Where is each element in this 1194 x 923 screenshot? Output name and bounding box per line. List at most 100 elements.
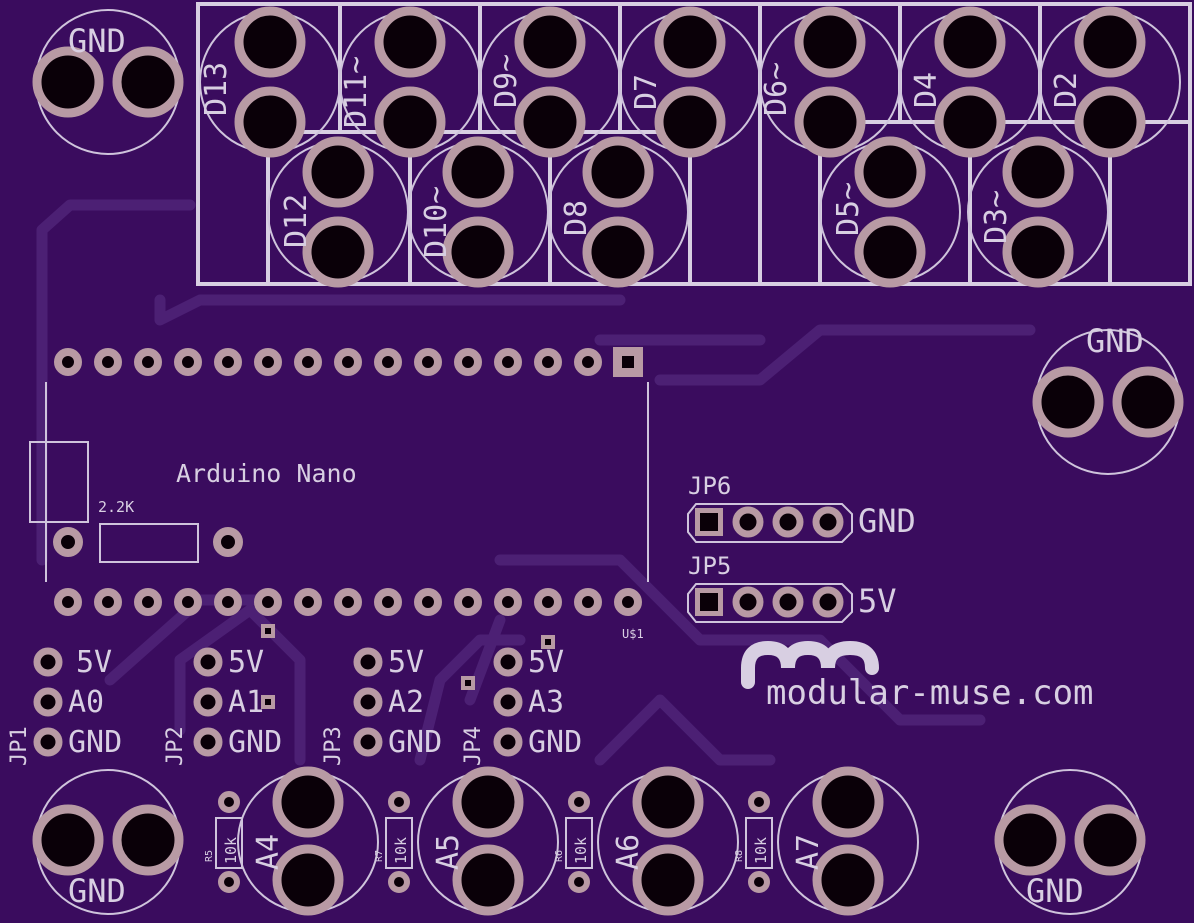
jp2-5v: 5V <box>228 645 264 680</box>
led-d13: D13 <box>199 6 341 158</box>
jp2-label: JP2 <box>163 726 188 766</box>
jp4-label: JP4 <box>461 726 486 766</box>
label-d6: D6~ <box>759 62 794 116</box>
label-d12: D12 <box>279 194 314 248</box>
nano-top-pin <box>414 348 442 376</box>
nano-bottom-pin <box>254 588 282 616</box>
led-d3: D3~ <box>967 136 1109 288</box>
jp3-label: JP3 <box>321 726 346 766</box>
led-d2: D2 <box>1039 6 1181 158</box>
nano-top-pin <box>174 348 202 376</box>
resistor-2-2k-label: 2.2K <box>98 498 134 516</box>
site-label: modular-muse.com <box>766 673 1094 713</box>
led-d11: D11~ <box>339 6 481 158</box>
jp4-a3: A3 <box>528 685 564 720</box>
jp1-label: JP1 <box>7 726 32 766</box>
gnd-label-right: GND <box>1086 322 1144 360</box>
nano-bottom-pin <box>94 588 122 616</box>
nano-top-pin-drill <box>622 356 634 368</box>
r7-value: 10k <box>392 837 410 864</box>
label-d5: D5~ <box>831 182 866 236</box>
nano-bottom-pin <box>374 588 402 616</box>
label-d7: D7 <box>629 74 664 110</box>
input-a6: A6 10k R6 <box>554 766 739 916</box>
jp4-header: 5V A3 GND JP4 <box>461 635 582 766</box>
nano-top-pin <box>374 348 402 376</box>
input-a5: A5 10k R7 <box>374 766 559 916</box>
a4-label: A4 <box>251 834 286 870</box>
label-d8: D8 <box>559 200 594 236</box>
label-d13: D13 <box>199 62 234 116</box>
jp1-header: 5V A0 GND JP1 <box>7 645 122 766</box>
led-array-outline <box>196 2 1192 286</box>
resistor-2-2k: 2.2K <box>53 498 243 563</box>
jp3-header: 5V A2 GND JP3 <box>321 645 475 766</box>
nano-top-header <box>54 347 643 377</box>
jp2-header: 5V A1 GND JP2 <box>163 624 282 766</box>
nano-top-pin <box>254 348 282 376</box>
gnd-terminal-top-left: GND <box>32 9 184 155</box>
jp4-gnd: GND <box>528 725 582 760</box>
nano-bottom-pin <box>494 588 522 616</box>
jp3-gnd: GND <box>388 725 442 760</box>
input-a7: A7 10k R8 <box>734 766 919 916</box>
nano-bottom-pin <box>454 588 482 616</box>
nano-bottom-pin <box>54 588 82 616</box>
nano-top-pin <box>294 348 322 376</box>
label-d9: D9~ <box>489 54 524 108</box>
a5-label: A5 <box>431 834 466 870</box>
gnd-terminal-right: GND <box>1032 322 1184 475</box>
jp1-gnd: GND <box>68 725 122 760</box>
nano-top-pin <box>54 348 82 376</box>
r6-value: 10k <box>572 837 590 864</box>
r7-label: R7 <box>374 850 385 862</box>
nano-top-pin <box>134 348 162 376</box>
nano-top-pin <box>454 348 482 376</box>
gnd-label-bottom-left: GND <box>68 872 126 910</box>
nano-bottom-pin <box>214 588 242 616</box>
jp3-a2: A2 <box>388 685 424 720</box>
led-d4: D4 <box>899 6 1041 158</box>
led-d5: D5~ <box>819 136 961 288</box>
led-d9: D9~ <box>479 6 621 158</box>
input-a4: A4 10k R5 <box>204 766 379 916</box>
arduino-label: Arduino Nano <box>176 459 357 488</box>
jp5-5v-label: 5V <box>858 582 897 620</box>
jp6-header: JP6 GND <box>687 472 916 543</box>
nano-bottom-pin <box>294 588 322 616</box>
label-d4: D4 <box>909 72 944 108</box>
jp5-label: JP5 <box>688 552 731 580</box>
nano-top-pin <box>214 348 242 376</box>
label-d3: D3~ <box>979 190 1014 244</box>
jp1-5v: 5V <box>76 645 112 680</box>
jp1-a0: A0 <box>68 685 104 720</box>
nano-top-pin <box>94 348 122 376</box>
nano-top-pin <box>494 348 522 376</box>
gnd-terminal-bottom-left: GND <box>32 769 184 915</box>
nano-top-pin <box>534 348 562 376</box>
nano-bottom-pin <box>174 588 202 616</box>
logo-mark <box>741 640 879 689</box>
r8-value: 10k <box>752 837 770 864</box>
r5-label: R5 <box>204 850 215 862</box>
gnd-terminal-bottom-right: GND <box>994 769 1146 915</box>
label-d11: D11~ <box>339 56 374 128</box>
nano-top-pin <box>574 348 602 376</box>
gnd-label-top-left: GND <box>68 22 126 60</box>
nano-bottom-pin <box>134 588 162 616</box>
led-d7: D7 <box>619 6 761 158</box>
a7-label: A7 <box>791 834 826 870</box>
jp4-5v: 5V <box>528 645 564 680</box>
led-d10: D10~ <box>407 136 549 288</box>
r8-label: R8 <box>734 850 745 862</box>
nano-bottom-pin <box>574 588 602 616</box>
a6-label: A6 <box>611 834 646 870</box>
led-d12: D12 <box>267 136 409 288</box>
jp2-gnd: GND <box>228 725 282 760</box>
modular-muse-logo: modular-muse.com <box>741 640 1094 713</box>
label-d10: D10~ <box>419 186 454 258</box>
led-d8: D8 <box>547 136 689 288</box>
nano-bottom-pin <box>414 588 442 616</box>
arduino-nano-footprint: Arduino Nano U$1 <box>29 347 649 641</box>
